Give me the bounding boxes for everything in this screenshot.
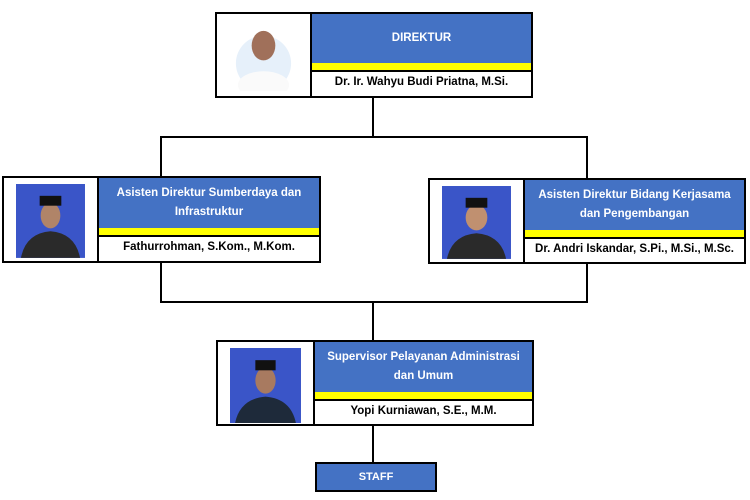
- person-name: Dr. Ir. Wahyu Budi Priatna, M.Si.: [334, 76, 509, 88]
- connector: [160, 262, 162, 303]
- person-name: Fathurrohman, S.Kom., M.Kom.: [123, 241, 295, 253]
- connector: [372, 97, 374, 138]
- staff-box: STAFF: [315, 462, 437, 492]
- position-title: DIREKTUR: [312, 14, 531, 65]
- connector: [160, 136, 588, 138]
- assistant-right-photo: [428, 178, 525, 264]
- director-box: DIREKTUR Dr. Ir. Wahyu Budi Priatna, M.S…: [310, 12, 533, 98]
- person-photo-icon: [16, 184, 85, 258]
- position-title: Asisten Direktur Bidang Kerjasama dan Pe…: [525, 180, 744, 232]
- person-photo-icon: [442, 186, 511, 259]
- connector: [372, 301, 374, 341]
- person-photo-icon: [235, 30, 292, 91]
- director-photo: [215, 12, 312, 98]
- position-title: Supervisor Pelayanan Administrasi dan Um…: [315, 342, 532, 394]
- connector: [586, 136, 588, 178]
- assistant-left-photo: [2, 176, 99, 263]
- connector: [160, 301, 588, 303]
- connector: [586, 263, 588, 303]
- supervisor-photo: [216, 340, 315, 426]
- assistant-left-box: Asisten Direktur Sumberdaya dan Infrastr…: [97, 176, 321, 263]
- position-title: Asisten Direktur Sumberdaya dan Infrastr…: [99, 178, 319, 230]
- person-photo-icon: [230, 348, 301, 424]
- person-name: Yopi Kurniawan, S.E., M.M.: [350, 404, 497, 417]
- connector: [160, 136, 162, 176]
- assistant-right-box: Asisten Direktur Bidang Kerjasama dan Pe…: [523, 178, 746, 264]
- person-name: Dr. Andri Iskandar, S.Pi., M.Si., M.Sc.: [535, 242, 734, 255]
- supervisor-box: Supervisor Pelayanan Administrasi dan Um…: [313, 340, 534, 426]
- connector: [372, 425, 374, 463]
